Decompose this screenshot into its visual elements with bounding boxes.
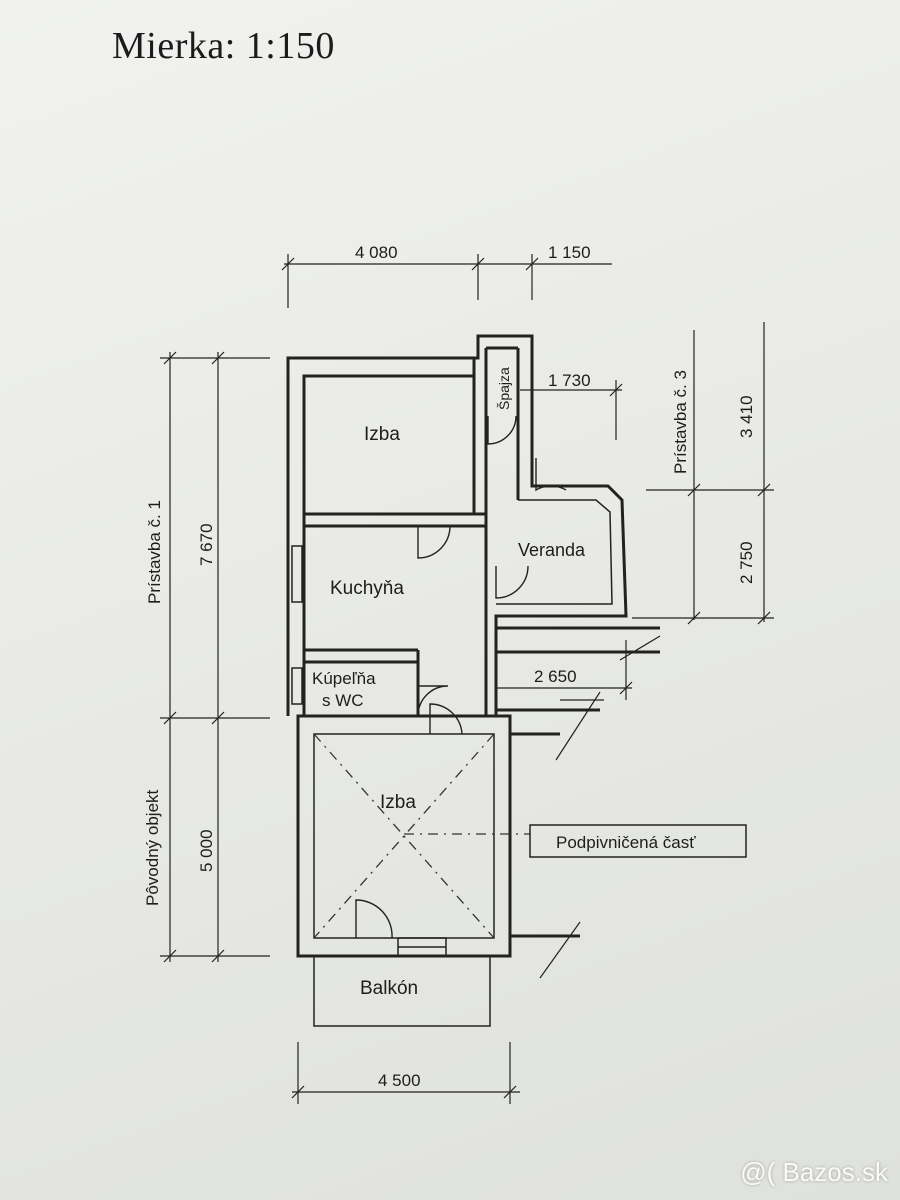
label-povodny-objekt: Pôvodný objekt — [143, 789, 162, 906]
section-cuts — [510, 635, 661, 979]
room-balkon: Balkón — [360, 978, 418, 999]
dim-left-lower: 5 000 — [197, 829, 216, 872]
interior-walls — [304, 346, 660, 736]
dim-spajza-width: 1 730 — [548, 371, 591, 390]
balcony-outline — [313, 955, 491, 1027]
room-kupelna: Kúpeľňa — [312, 669, 376, 688]
windows — [291, 545, 447, 957]
callout-box — [529, 824, 747, 858]
outer-walls — [286, 334, 628, 958]
dim-left-upper: 7 670 — [197, 523, 216, 566]
room-izba-top: Izba — [364, 424, 400, 445]
dim-middle: 2 650 — [534, 667, 577, 686]
room-izba-bottom: Izba — [380, 792, 416, 813]
label-pristavba-1: Prístavba č. 1 — [145, 500, 164, 604]
watermark: @( Bazos.sk — [740, 1157, 888, 1187]
dim-top-left: 4 080 — [355, 243, 398, 262]
room-kupelna-wc: s WC — [322, 691, 364, 710]
dim-right-lower: 2 750 — [737, 541, 756, 584]
scale-label: Mierka: 1:150 — [112, 25, 335, 67]
dimension-lines — [160, 254, 774, 1104]
room-spajza: Špajza — [496, 367, 512, 410]
callout-text: Podpivničená časť — [556, 833, 696, 852]
dim-top-right: 1 150 — [548, 243, 591, 262]
basement-marks — [313, 733, 530, 939]
room-veranda: Veranda — [518, 540, 586, 560]
label-pristavba-3: Prístavba č. 3 — [671, 370, 690, 474]
dim-right-upper: 3 410 — [737, 395, 756, 438]
dim-bottom: 4 500 — [378, 1071, 421, 1090]
room-kuchyna: Kuchyňa — [330, 578, 404, 599]
doors — [355, 415, 567, 939]
